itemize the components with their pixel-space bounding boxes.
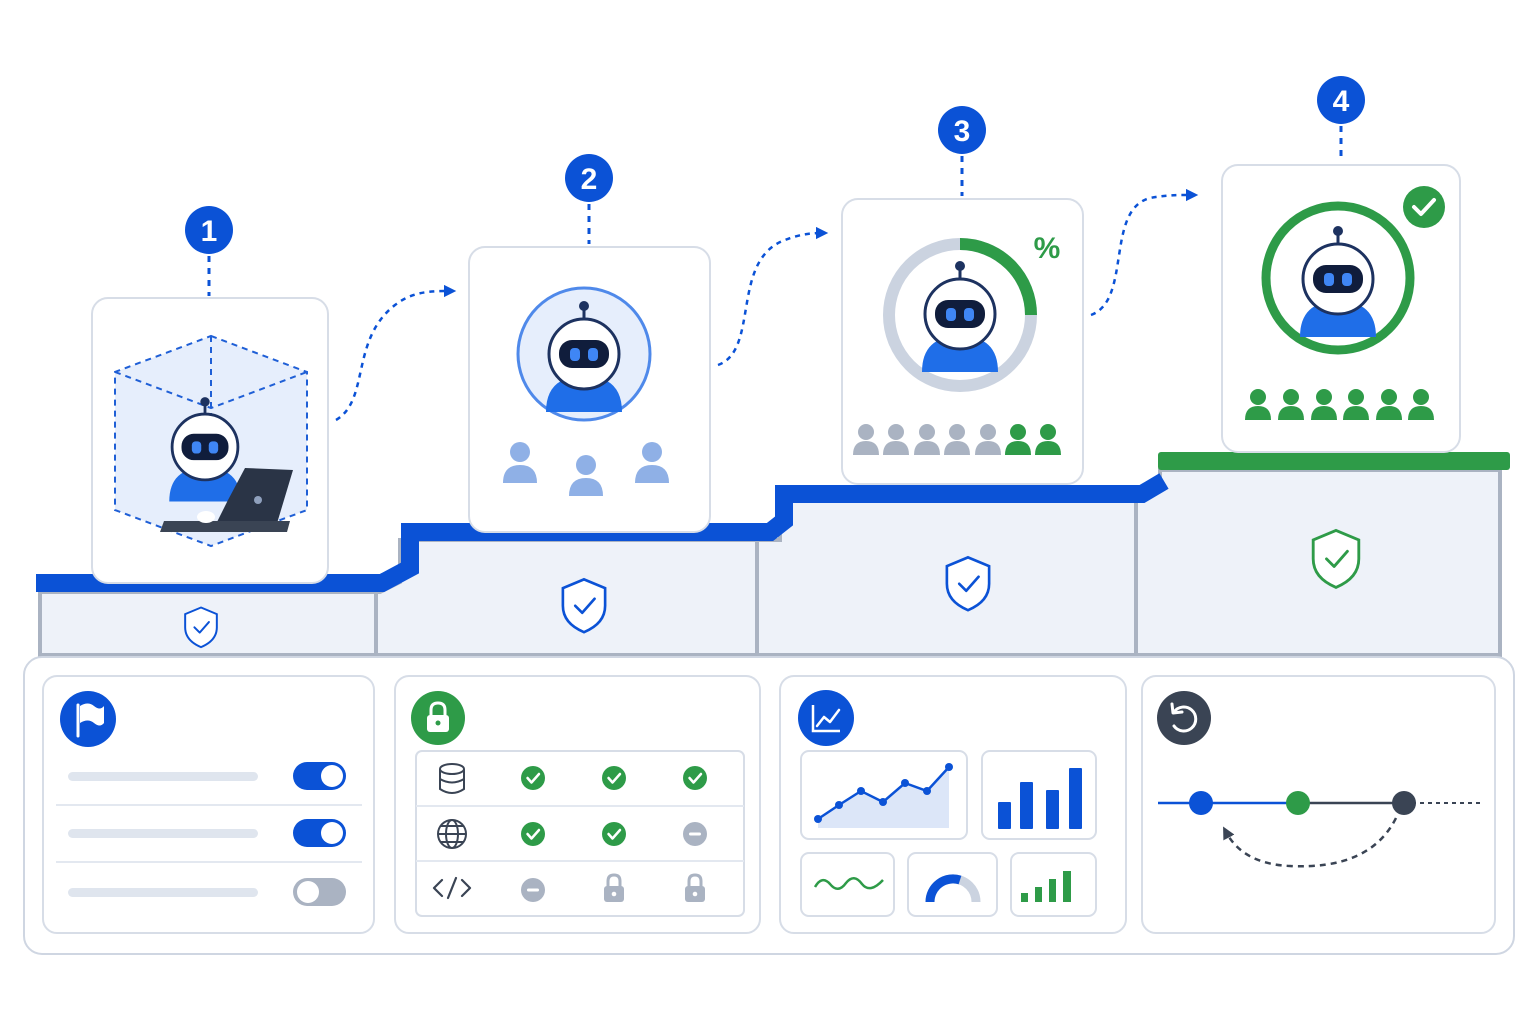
step-number-4: 4 <box>1333 85 1350 118</box>
database-icon <box>439 763 465 794</box>
toggle-switch-1[interactable] <box>293 762 346 790</box>
check-icon <box>600 764 628 792</box>
step-badge-2 <box>565 154 613 202</box>
step-badge-3 <box>938 106 986 154</box>
gauge-widget <box>907 852 998 917</box>
sparkline-widget <box>800 852 895 917</box>
shield-check-icon-4 <box>1311 528 1361 589</box>
percent-badge: % <box>1034 232 1061 265</box>
robot-avatar-icon <box>516 286 652 422</box>
flow-arrow-1-2 <box>335 284 457 422</box>
globe-icon <box>437 819 467 849</box>
minus-icon <box>683 822 707 846</box>
check-icon <box>600 820 628 848</box>
step-badge-1 <box>185 206 233 254</box>
flow-arrow-3-4 <box>1090 188 1199 317</box>
step-number-3: 3 <box>954 115 971 148</box>
toggle-switch-2[interactable] <box>293 819 346 847</box>
code-icon <box>432 876 472 900</box>
stage-3: 3 % <box>841 106 1084 612</box>
toggle-switch-3[interactable] <box>293 878 346 906</box>
rollback-panel <box>1141 675 1496 934</box>
flag-label-placeholder <box>68 829 258 838</box>
lock-icon <box>411 691 465 745</box>
rollback-icon <box>1157 691 1211 745</box>
permissions-panel <box>394 675 761 934</box>
shield-check-icon-3 <box>945 556 991 612</box>
stage-1: 1 <box>91 206 329 649</box>
bar-chart-widget <box>981 750 1097 840</box>
flag-icon <box>60 691 116 747</box>
signal-bars-widget <box>1010 852 1097 917</box>
flag-label-placeholder <box>68 888 258 897</box>
step-number-1: 1 <box>201 215 218 248</box>
check-icon <box>681 764 709 792</box>
monitoring-panel <box>779 675 1127 934</box>
version-timeline <box>1158 791 1484 868</box>
stair-platforms <box>36 452 1510 657</box>
line-chart-icon <box>798 690 854 746</box>
trend-line-chart <box>800 750 968 840</box>
permissions-table <box>415 750 745 917</box>
step-badge-4 <box>1317 76 1365 124</box>
robot-progress-ring-icon <box>883 238 1037 392</box>
stage-4: 4 <box>1221 76 1461 589</box>
flow-arrow-2-3 <box>717 226 829 367</box>
flag-label-placeholder <box>68 772 258 781</box>
stage-2: 2 <box>468 154 711 634</box>
shield-check-icon-1 <box>184 606 218 649</box>
check-icon <box>519 820 547 848</box>
verified-check-icon <box>1403 186 1445 228</box>
version-node-stable[interactable] <box>1189 791 1213 815</box>
minus-icon <box>521 878 545 902</box>
shield-check-icon-2 <box>561 578 607 634</box>
step-number-2: 2 <box>581 163 598 196</box>
version-node-verified[interactable] <box>1286 791 1310 815</box>
robot-with-laptop-icon <box>160 395 293 532</box>
version-node-latest[interactable] <box>1392 791 1416 815</box>
check-icon <box>519 764 547 792</box>
robot-verified-icon <box>1261 201 1415 355</box>
feature-flags-panel <box>42 675 375 934</box>
